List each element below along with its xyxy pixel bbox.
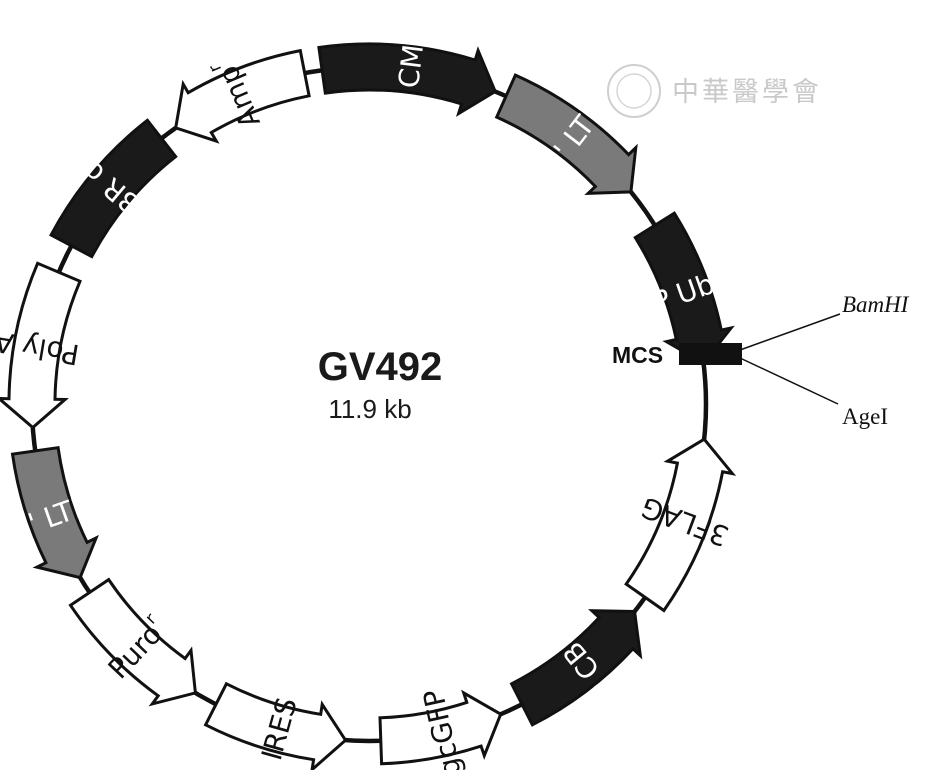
- feature-amp: Ampr: [174, 48, 311, 144]
- feature-arrow-p-ubi: [633, 211, 735, 365]
- plasmid-size: 11.9 kb: [328, 394, 411, 424]
- feature-label-text: CMV: [391, 23, 431, 89]
- bamhi-site-label: BamHI: [842, 292, 910, 317]
- agei-site-label: AgeI: [842, 404, 888, 429]
- feature-5-ltr: 5' LTR: [494, 73, 638, 196]
- plasmid-name: GV492: [318, 345, 443, 389]
- mcs-box: [679, 343, 742, 365]
- watermark: 中華醫學會: [607, 64, 822, 118]
- feature-arrow-puro: [68, 577, 198, 707]
- feature-arrow-amp: [174, 48, 311, 144]
- feature-arrow-3-ltr: [10, 446, 99, 580]
- feature-poly-a: Poly A: [0, 261, 82, 430]
- feature-ires: IRES: [203, 681, 348, 770]
- feature-pbr-ori: pBR ori: [49, 118, 178, 259]
- feature-arrow-pbr-ori: [49, 118, 178, 259]
- mcs-label: MCS: [612, 342, 663, 368]
- feature-arrow-p-cmv: [317, 42, 498, 117]
- feature-arrow-poly-a: [0, 261, 82, 430]
- feature-arrow-p-cbh: [509, 609, 643, 727]
- watermark-text: 中華醫學會: [672, 77, 822, 108]
- feature-3flag: 3FLAG: [624, 437, 737, 613]
- feature-label-prefix: P: [388, 86, 424, 116]
- agei-leader-line: [739, 357, 839, 405]
- bamhi-name: BamHI: [842, 292, 910, 317]
- feature-3-ltr: 3' LTR: [7, 446, 99, 580]
- feature-gcgfp: gcGFP: [378, 687, 503, 770]
- feature-label-p-cmv: P CMV: [388, 23, 432, 115]
- feature-arrow-3flag: [624, 437, 737, 613]
- feature-p-ubi: P Ubi: [633, 211, 735, 365]
- feature-p-cbh: P CBh: [509, 609, 643, 727]
- feature-arrow-5-ltr: [494, 73, 638, 196]
- watermark-seal-inner-icon: [616, 73, 652, 109]
- mcs-marker: MCS BamHI AgeI: [612, 292, 910, 429]
- feature-p-cmv: P CMV: [317, 23, 498, 117]
- feature-puro: Puror: [68, 577, 198, 707]
- feature-arrow-gcgfp: [378, 689, 503, 766]
- watermark-seal-icon: [607, 64, 661, 118]
- bamhi-leader-line: [739, 313, 841, 351]
